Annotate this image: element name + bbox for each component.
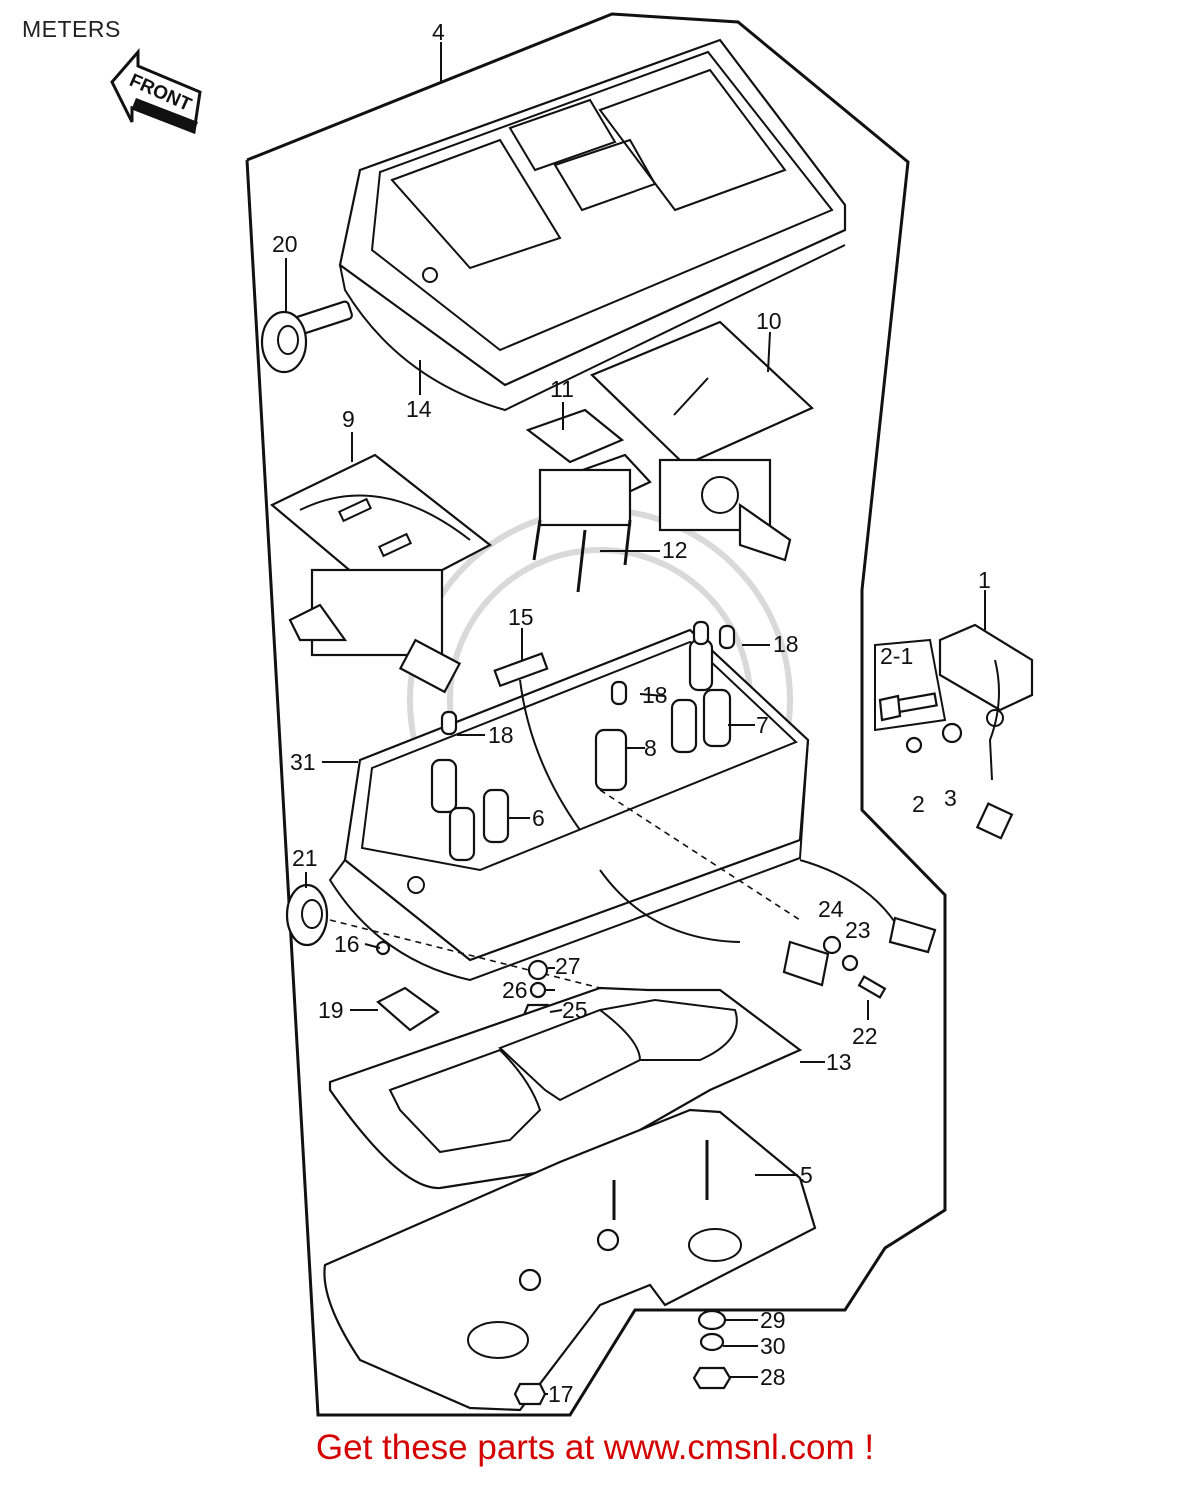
callout-24: 24: [818, 896, 844, 922]
nut-3: [941, 722, 963, 744]
callout-21: 21: [292, 845, 318, 871]
washer-26: [529, 981, 547, 999]
lower-case: [328, 628, 810, 982]
callout-2-1: 2-1: [880, 643, 913, 669]
wiring: [329, 789, 937, 999]
bulb-holder-15: [493, 652, 549, 688]
callout-28: 28: [760, 1364, 786, 1390]
grommet-21: [285, 883, 329, 947]
callout-labels: 4 20 14 10 9 11 12 15 18 18 18 7 8 6 31 …: [272, 19, 991, 1407]
callout-5: 5: [800, 1162, 813, 1188]
washer-24: [822, 935, 842, 955]
speedometer: [269, 453, 493, 694]
assembly-outline: [245, 12, 947, 1417]
nut-28: [692, 1366, 732, 1390]
washer-27: [527, 959, 549, 981]
washer-30: [699, 1332, 725, 1352]
screw-2: [905, 736, 923, 754]
bracket-19: [376, 986, 440, 1032]
callout-31: 31: [290, 749, 316, 775]
callout-25: 25: [562, 997, 588, 1023]
washer-29: [697, 1309, 727, 1331]
callout-19: 19: [318, 997, 344, 1023]
bolt-2-1: [878, 692, 938, 722]
callout-15: 15: [508, 604, 534, 630]
callout-1: 1: [978, 567, 991, 593]
callout-27: 27: [555, 953, 581, 979]
gasket-13: [328, 986, 803, 1190]
callout-22: 22: [852, 1023, 878, 1049]
callout-14: 14: [406, 396, 432, 422]
leader-lines: [285, 42, 986, 1395]
tachometer: [590, 320, 814, 562]
callout-18-middle: 18: [642, 682, 668, 708]
callout-16: 16: [334, 931, 360, 957]
callout-2: 2: [912, 791, 925, 817]
bolt-group-box: [874, 638, 947, 732]
resistor-1: [938, 623, 1034, 840]
callout-30: 30: [760, 1333, 786, 1359]
callout-8: 8: [644, 735, 657, 761]
base-plate-5: [323, 1108, 817, 1412]
page-title: METERS: [22, 16, 121, 42]
callout-7: 7: [756, 712, 769, 738]
callout-23: 23: [845, 917, 871, 943]
callout-10: 10: [756, 308, 782, 334]
meter-cover: [338, 38, 847, 412]
washer-23: [841, 954, 859, 972]
callout-26: 26: [502, 977, 528, 1003]
callout-3: 3: [944, 785, 957, 811]
screw-22: [857, 975, 887, 999]
callout-12: 12: [662, 537, 688, 563]
callout-13: 13: [826, 1049, 852, 1075]
nut-17: [513, 1382, 547, 1406]
callout-20: 20: [272, 231, 298, 257]
footer-link[interactable]: Get these parts at www.cmsnl.com !: [315, 1428, 875, 1467]
callout-29: 29: [760, 1307, 786, 1333]
callout-18-left: 18: [488, 722, 514, 748]
callout-17: 17: [548, 1381, 574, 1407]
trip-knob: [260, 300, 353, 374]
callout-6: 6: [532, 805, 545, 831]
callout-9: 9: [342, 406, 355, 432]
front-arrow: FRONT: [110, 47, 202, 135]
indicator-housing: [525, 408, 652, 593]
callout-11: 11: [550, 376, 574, 402]
bulb-sockets: [430, 620, 736, 862]
callout-4: 4: [432, 19, 445, 45]
callout-18-top: 18: [773, 631, 799, 657]
